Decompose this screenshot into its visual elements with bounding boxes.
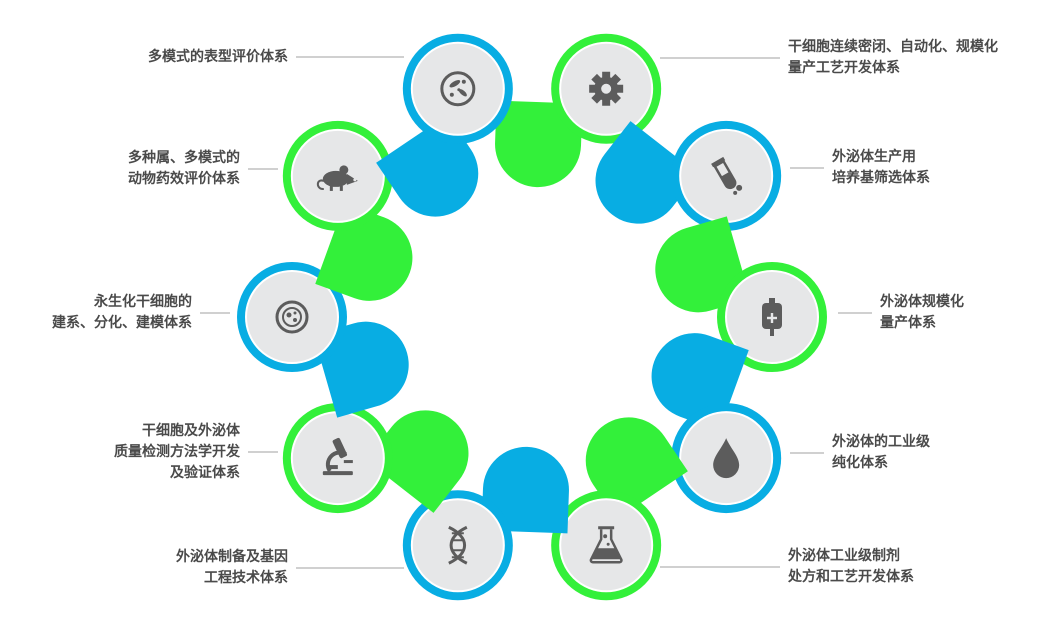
label-line: 多种属、多模式的 — [128, 150, 240, 166]
mod-formula-badge — [559, 498, 654, 593]
cell-icon — [275, 300, 309, 334]
mod-immortal — [200, 262, 409, 418]
mod-phenotype — [296, 33, 513, 217]
blood-bag-icon — [762, 298, 782, 336]
label-line: 纯化体系 — [832, 455, 888, 471]
mod-immortal-label: 永生化干细胞的建系、分化、建模体系 — [0, 292, 192, 334]
mod-immortal-badge — [245, 270, 339, 364]
mouse-icon — [316, 165, 358, 191]
mod-purify-label: 外泌体的工业级纯化体系 — [832, 432, 1063, 474]
droplet-icon — [713, 438, 740, 479]
mod-scale-label: 外泌体规模化量产体系 — [880, 292, 1063, 334]
mod-culture-label: 外泌体生产用培养基筛选体系 — [832, 147, 1063, 189]
mod-gene-petal — [481, 446, 569, 534]
mod-animal-label: 多种属、多模式的动物药效评价体系 — [0, 148, 240, 190]
mod-phenotype-label: 多模式的表型评价体系 — [18, 47, 288, 68]
mod-sts-petal — [495, 100, 583, 188]
mod-formula-label: 外泌体工业级制剂处方和工艺开发体系 — [788, 546, 1058, 588]
mod-quality-label: 干细胞及外泌体质量检测方法学开发及验证体系 — [0, 421, 240, 484]
mod-sts — [495, 33, 780, 188]
mod-purify — [651, 333, 824, 514]
mod-sts-label: 干细胞连续密闭、自动化、规模化量产工艺开发体系 — [788, 37, 1058, 79]
test-tube-icon — [711, 156, 743, 195]
label-line: 处方和工艺开发体系 — [788, 569, 914, 585]
label-line: 永生化干细胞的 — [94, 294, 192, 310]
label-line: 多模式的表型评价体系 — [148, 48, 288, 65]
label-line: 干细胞及外泌体 — [142, 422, 240, 439]
mod-quality-petal — [365, 410, 469, 513]
label-line: 外泌体生产用 — [832, 149, 916, 165]
flask-icon — [589, 526, 623, 564]
label-line: 外泌体的工业级 — [832, 434, 930, 450]
mod-gene — [296, 446, 569, 601]
label-line: 建系、分化、建模体系 — [52, 315, 192, 331]
microscope-icon — [322, 437, 353, 476]
label-line: 外泌体规模化 — [880, 294, 964, 310]
mod-quality — [248, 403, 469, 514]
mod-gene-badge — [410, 498, 505, 593]
label-line: 外泌体工业级制剂 — [788, 548, 900, 564]
label-line: 动物药效评价体系 — [128, 171, 240, 187]
label-line: 干细胞连续密闭、自动化、规模化 — [788, 39, 998, 55]
label-line: 及验证体系 — [170, 464, 240, 481]
label-line: 量产体系 — [880, 315, 936, 331]
bacteria-dish-icon — [440, 71, 476, 107]
label-line: 质量检测方法学开发 — [114, 443, 240, 460]
mod-culture-petal — [595, 121, 699, 224]
gear-icon — [589, 71, 624, 106]
mod-scale — [655, 216, 872, 372]
mod-animal — [248, 120, 413, 301]
label-line: 培养基筛选体系 — [832, 170, 930, 186]
mod-formula — [551, 417, 780, 601]
dna-icon — [448, 525, 468, 565]
label-line: 量产工艺开发体系 — [788, 60, 900, 76]
mod-gene-label: 外泌体制备及基因工程技术体系 — [18, 547, 288, 589]
mod-quality-badge — [290, 411, 385, 506]
label-line: 外泌体制备及基因 — [176, 549, 288, 565]
label-line: 工程技术体系 — [204, 570, 288, 586]
